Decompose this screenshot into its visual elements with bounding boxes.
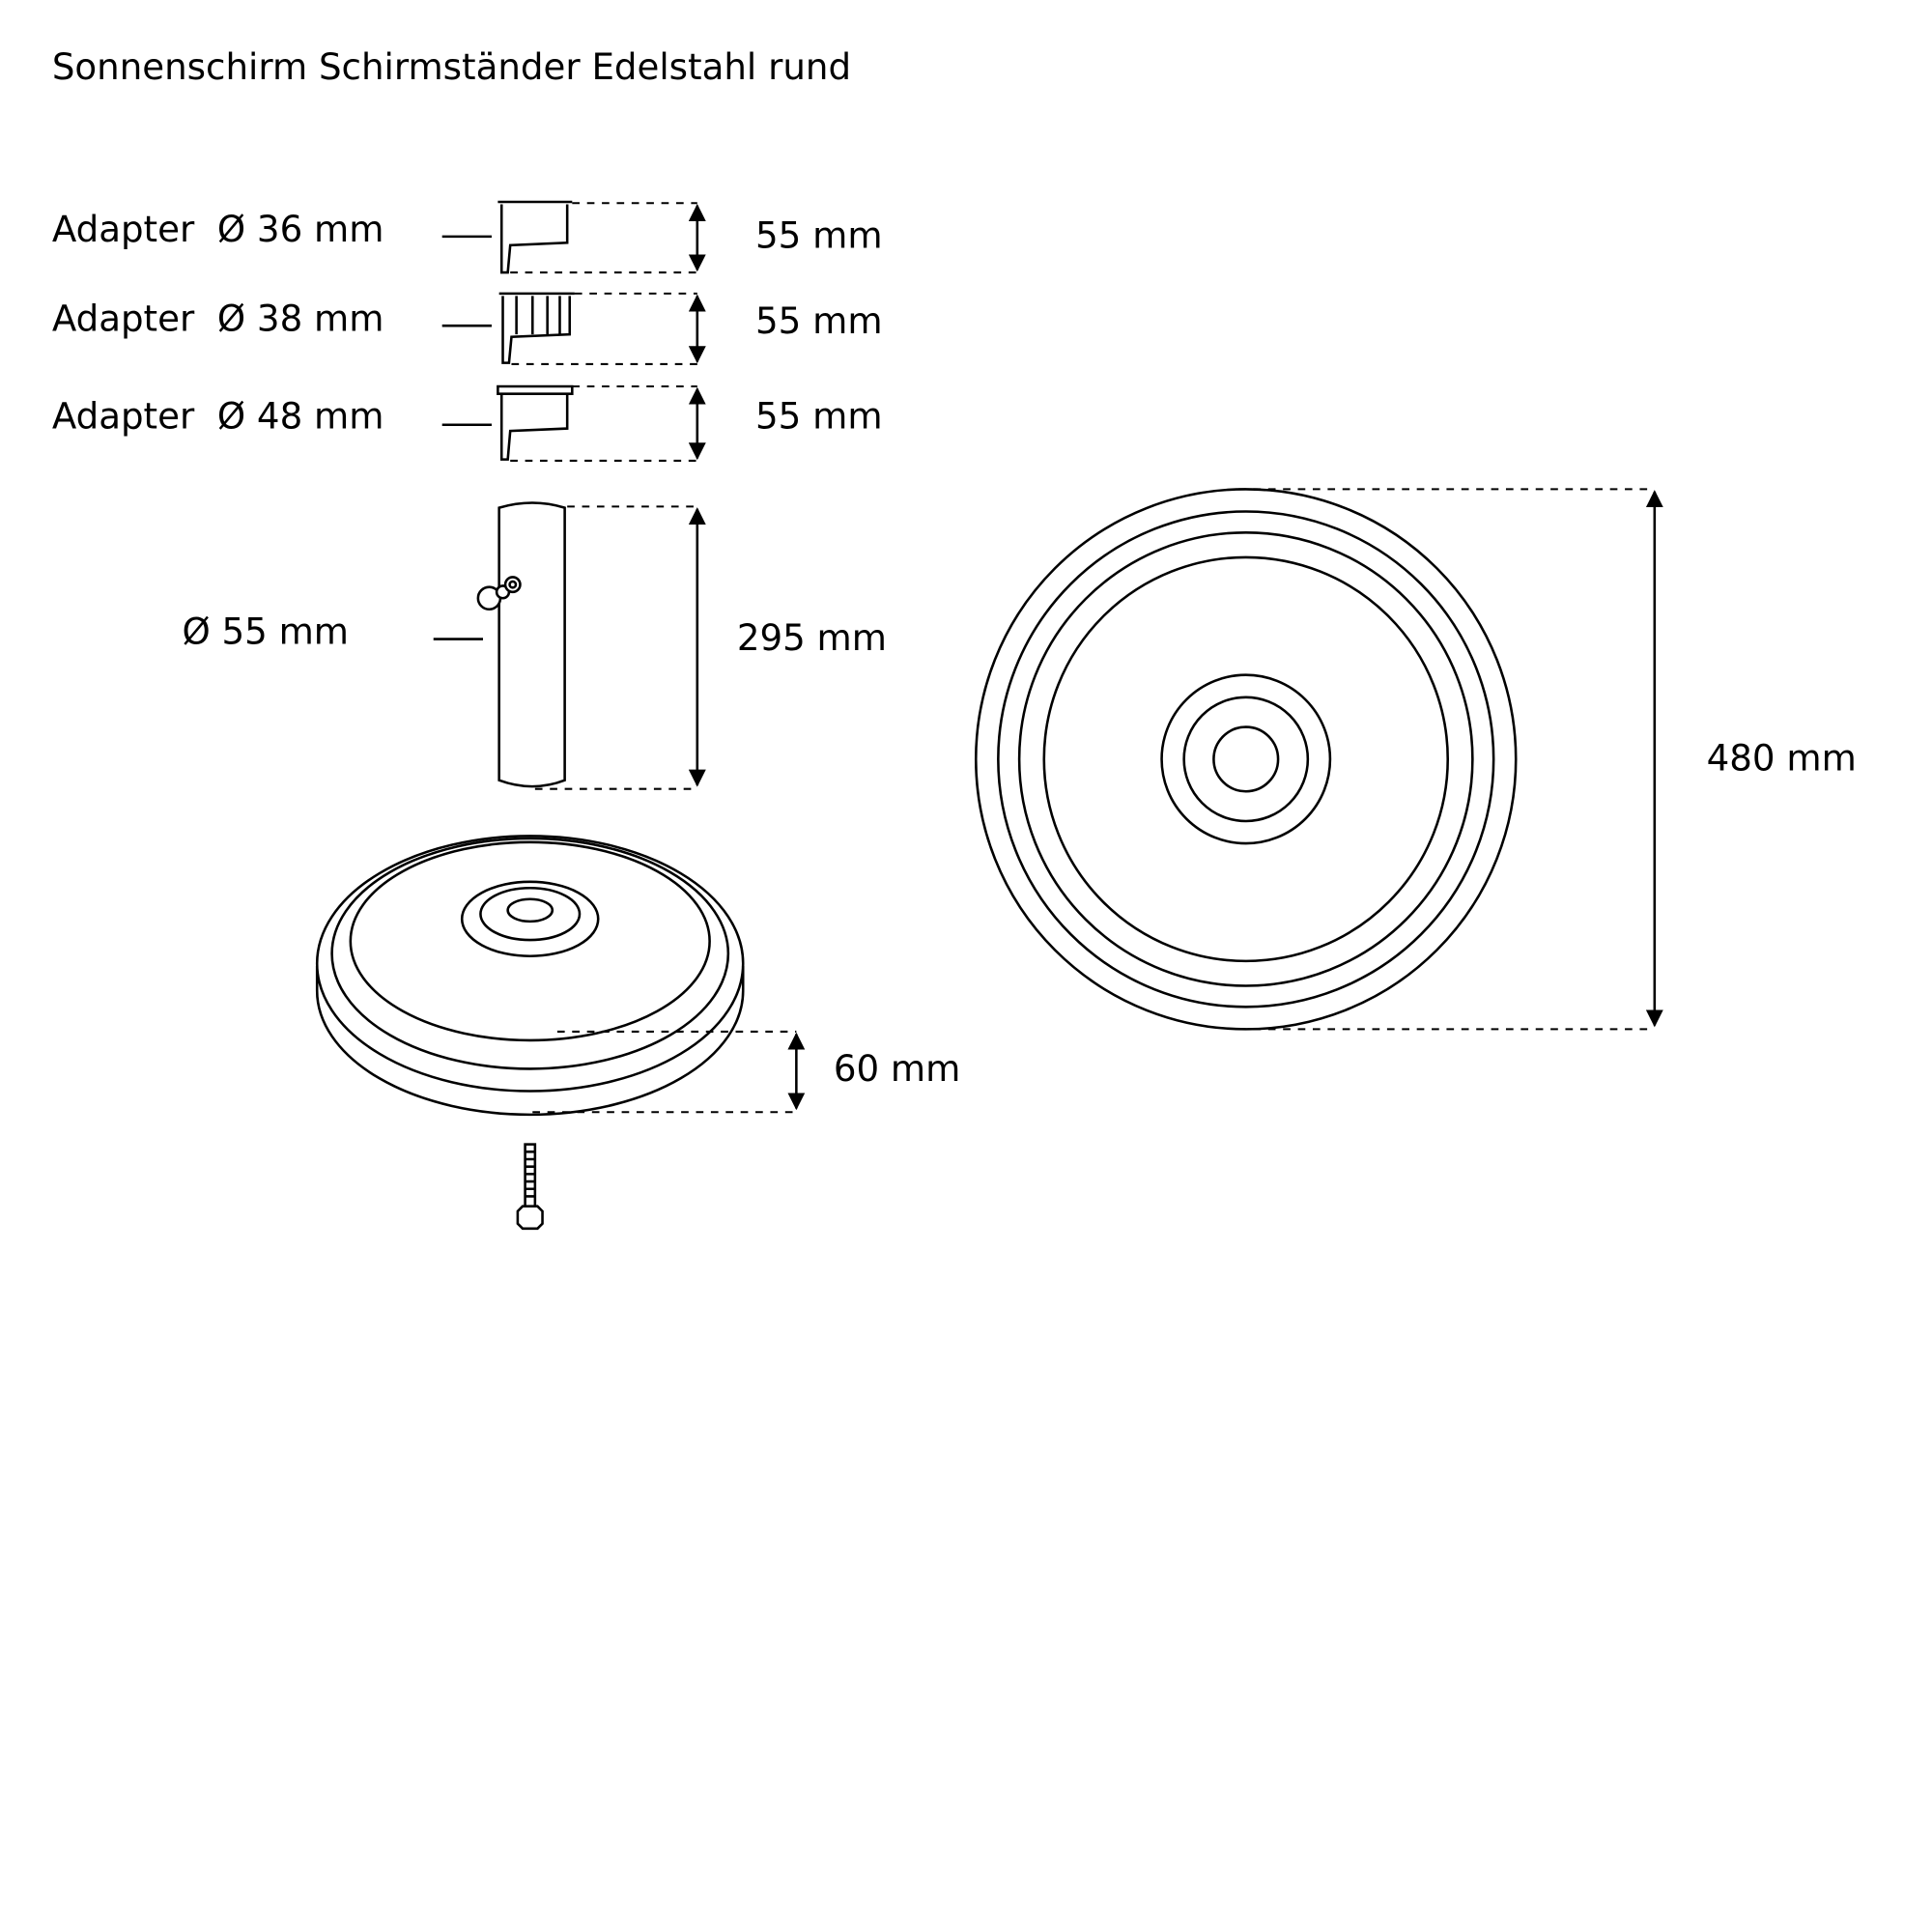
drawing-title: Sonnenschirm Schirmständer Edelstahl run…: [52, 45, 851, 88]
adapter-48-label: Adapter Ø 48 mm: [52, 395, 384, 438]
extension-lines: [510, 384, 697, 462]
adapter-36: Adapter Ø 36 mm 55 mm: [52, 200, 883, 274]
adapter-38-shape: [498, 292, 575, 364]
adapter-48-shape: [497, 384, 574, 461]
knob-screw-icon: [476, 576, 522, 611]
adapter-38: Adapter Ø 38 mm 55 mm: [52, 292, 883, 365]
tube-height: 295 mm: [737, 616, 887, 659]
adapter-36-height: 55 mm: [755, 213, 882, 256]
extension-lines: [1238, 488, 1655, 1031]
adapter-48-height: 55 mm: [755, 395, 882, 438]
base-perspective: 60 mm: [315, 835, 960, 1117]
base-top-view: 480 mm: [974, 488, 1857, 1031]
base-height: 60 mm: [834, 1047, 960, 1090]
tube: Ø 55 mm 295 mm: [182, 501, 887, 790]
extension-lines: [511, 292, 697, 365]
extension-lines: [532, 1030, 797, 1114]
bolt-icon: [516, 1143, 544, 1231]
extension-lines: [510, 202, 697, 274]
base-diameter: 480 mm: [1707, 736, 1857, 779]
extension-lines: [534, 505, 697, 790]
adapter-36-label: Adapter Ø 36 mm: [52, 208, 384, 250]
adapter-38-height: 55 mm: [755, 299, 882, 342]
tube-shape: [497, 501, 566, 788]
adapter-48: Adapter Ø 48 mm 55 mm: [52, 384, 883, 462]
adapter-36-shape: [497, 200, 573, 274]
tube-diameter: Ø 55 mm: [182, 611, 349, 653]
adapter-38-label: Adapter Ø 38 mm: [52, 297, 384, 339]
